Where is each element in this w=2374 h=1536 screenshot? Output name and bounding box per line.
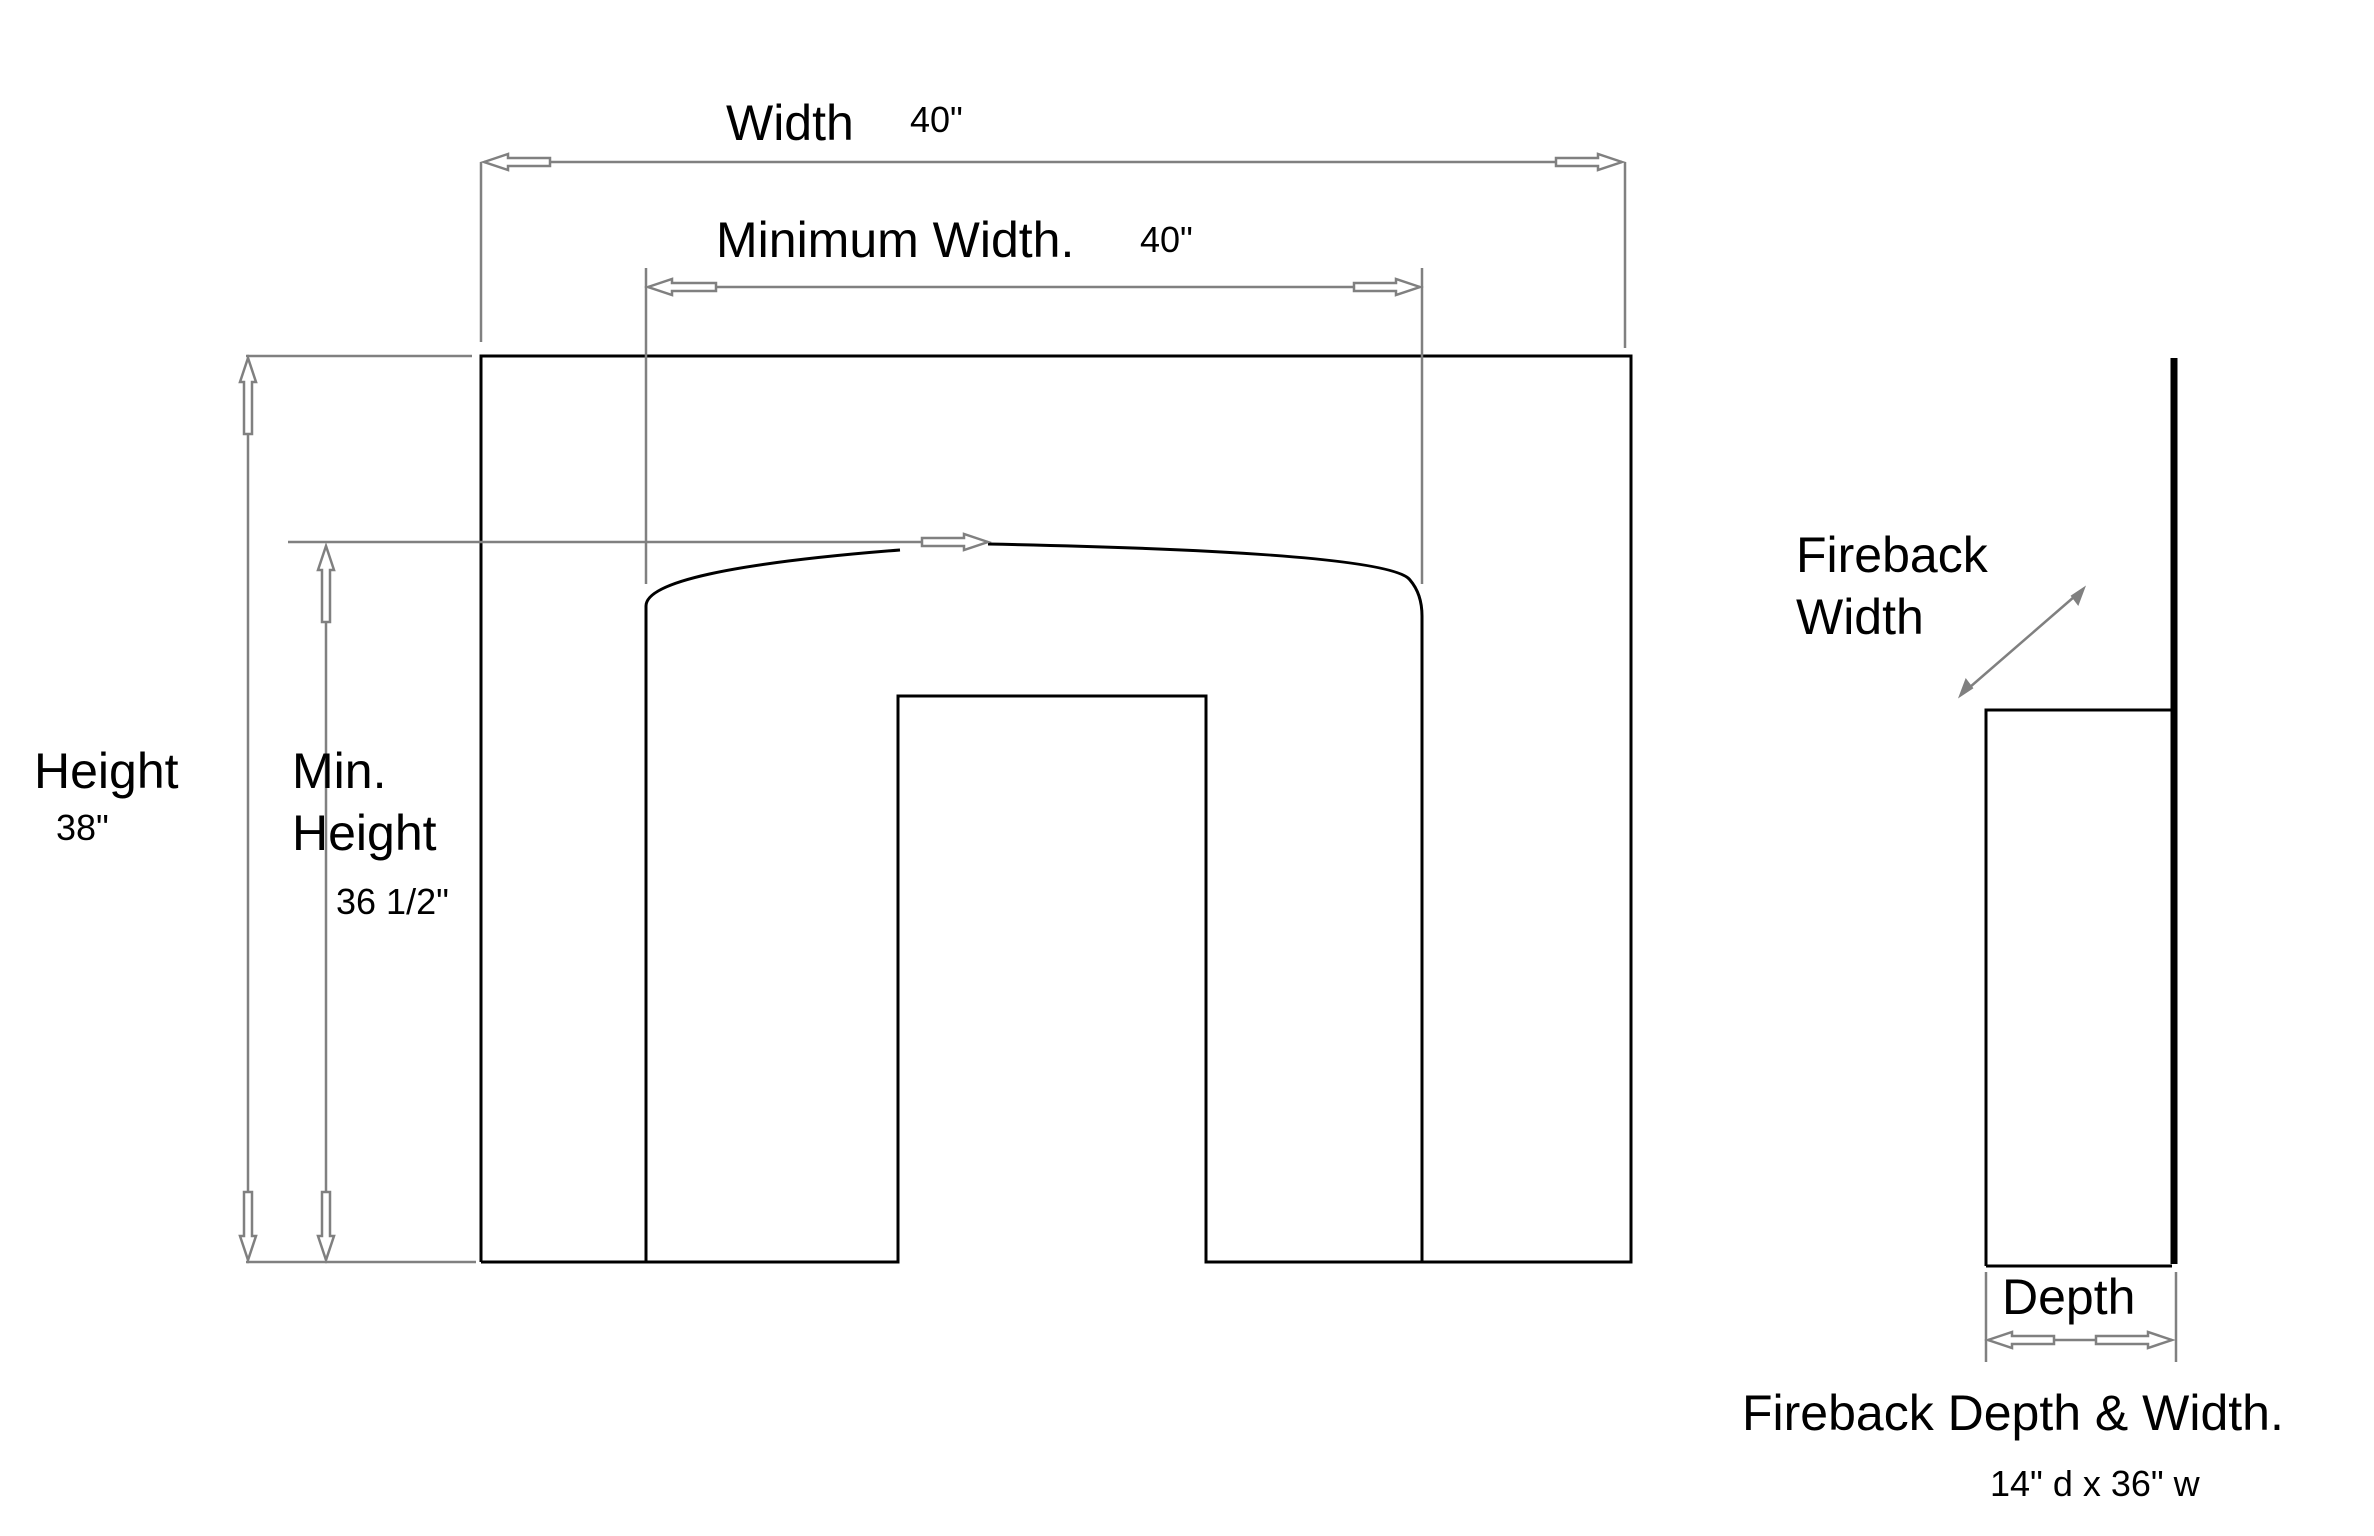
fireback-caption: Fireback Depth & Width. 14" d x 36" w [1742, 1385, 2284, 1504]
depth-dimension: Depth [1984, 1269, 2178, 1362]
firebox-opening [646, 694, 1422, 1264]
width-arrow-right [1554, 152, 1626, 172]
width-value: 40" [910, 99, 963, 140]
fireback-width-label-line1: Fireback [1796, 527, 1989, 583]
width-dimension: Width 40" [479, 95, 1627, 348]
width-label: Width [726, 95, 854, 151]
height-dimension: Height 38" [34, 354, 476, 1264]
mantel-front-view [479, 354, 1633, 1264]
fireback-depth-width-value: 14" d x 36" w [1990, 1463, 2201, 1504]
min-width-arrow-left [644, 277, 718, 297]
mantel-opening-arch [644, 542, 1424, 1262]
min-width-arrow-right [1352, 277, 1424, 297]
fireback-box [1984, 708, 2172, 1268]
depth-arrow-right [2094, 1330, 2176, 1350]
height-label: Height [34, 743, 179, 799]
min-height-dimension: Min. Height 36 1/2" [288, 532, 992, 1264]
depth-arrow-left [1984, 1330, 2056, 1350]
min-height-label-line2: Height [292, 805, 437, 861]
height-arrow-top [238, 354, 258, 436]
min-height-extension-arrow [920, 532, 992, 552]
min-width-value: 40" [1140, 219, 1193, 260]
min-width-dimension: Minimum Width. 40" [644, 212, 1424, 584]
mantel-outer-outline [479, 354, 1633, 1264]
width-arrow-left [480, 152, 552, 172]
min-height-label-line1: Min. [292, 743, 386, 799]
mantel-left-inner-edge [481, 606, 648, 1264]
fireback-width-diagonal [1961, 589, 2083, 695]
min-height-value: 36 1/2" [336, 881, 449, 922]
min-width-label: Minimum Width. [716, 212, 1074, 268]
fireback-width-label-line2: Width [1796, 589, 1924, 645]
fireback-width-indicator: Fireback Width [1796, 527, 2087, 699]
fireback-side-view [1984, 358, 2178, 1268]
height-value: 38" [56, 807, 109, 848]
min-height-arrow-top [316, 542, 336, 624]
depth-label: Depth [2002, 1269, 2135, 1325]
fireback-width-arrow-high [2070, 585, 2087, 607]
fireback-width-arrow-low [1957, 677, 1974, 699]
min-height-arrow-bottom [316, 1190, 336, 1264]
fireback-depth-width-title: Fireback Depth & Width. [1742, 1385, 2284, 1441]
height-arrow-bottom [238, 1190, 258, 1264]
